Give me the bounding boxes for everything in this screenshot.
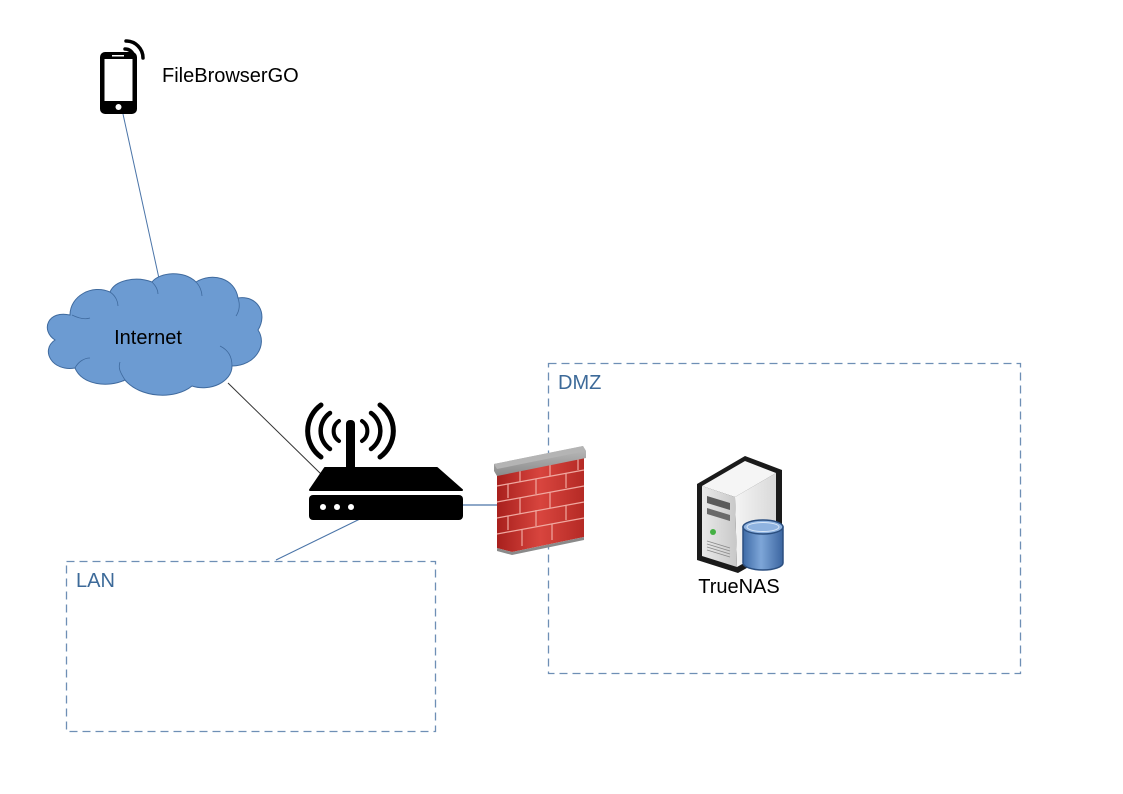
node-server[interactable]: TrueNAS <box>697 456 784 598</box>
zone-dmz-border <box>547 362 1022 675</box>
wireless-router-icon <box>305 402 463 520</box>
node-router[interactable] <box>305 402 463 520</box>
zone-dmz-label: DMZ <box>558 372 601 394</box>
node-server-label: TrueNAS <box>698 576 780 598</box>
zone-dmz[interactable]: DMZ <box>547 362 1022 675</box>
cloud-icon <box>46 273 263 396</box>
smartphone-wireless-icon <box>100 39 145 114</box>
firewall-brick-wall-icon <box>494 446 586 555</box>
server-database-icon <box>697 456 784 573</box>
zone-lan[interactable]: LAN <box>65 560 437 733</box>
node-phone-label: FileBrowserGO <box>162 65 299 87</box>
node-phone[interactable]: FileBrowserGO <box>100 39 299 114</box>
edge-phone-internet <box>122 113 161 284</box>
edge-router-lan <box>275 517 363 561</box>
edge-internet-router <box>227 382 323 476</box>
node-internet[interactable]: Internet <box>46 273 263 396</box>
node-internet-label: Internet <box>114 327 182 349</box>
node-firewall[interactable] <box>494 446 586 555</box>
zone-lan-label: LAN <box>76 570 115 592</box>
zone-lan-border <box>65 560 437 733</box>
